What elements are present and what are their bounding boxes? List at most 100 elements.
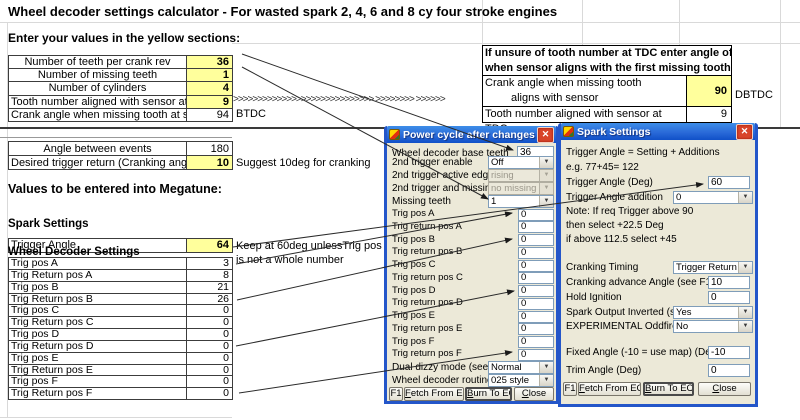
close-button[interactable]: Close: [514, 387, 554, 401]
trigger-angle-label: Trigger Angle (Deg): [566, 177, 653, 188]
routine-label: Wheel decoder routine: [392, 375, 493, 386]
trig-row-input[interactable]: 0: [518, 336, 554, 348]
row-value: 3: [187, 258, 233, 270]
fixed-angle-input[interactable]: -10: [708, 346, 750, 359]
chevron-down-icon[interactable]: ▼: [738, 262, 752, 273]
oddfire-select[interactable]: No▼: [673, 320, 753, 333]
trig-row: Trig return pos A 0: [387, 221, 556, 234]
f1-button[interactable]: F1: [563, 382, 577, 396]
row-value: 8: [187, 269, 233, 282]
trig-row-input[interactable]: 0: [518, 285, 554, 297]
cranking-timing-select[interactable]: Trigger Return▼: [673, 261, 753, 274]
trig-row-label: Trig return pos F: [392, 348, 462, 360]
trigger2-edge-select: rising▼: [488, 169, 554, 182]
trig-row-label: Trig pos E: [392, 310, 435, 321]
trim-angle-input[interactable]: 0: [708, 364, 750, 377]
cylinders-cell[interactable]: 4: [187, 82, 233, 96]
chevron-down-icon[interactable]: ▼: [539, 196, 553, 207]
app-icon: [563, 126, 574, 137]
trig-row-input[interactable]: 0: [518, 234, 554, 246]
row-label: Trig pos E: [9, 352, 187, 365]
trig-row-label: Trig return pos E: [392, 322, 463, 334]
chevron-down-icon[interactable]: ▼: [738, 192, 752, 203]
tooth-at-tdc-cell[interactable]: 9: [187, 95, 233, 109]
info-line2: e.g. 77+45= 122: [566, 162, 639, 173]
row-value: 0: [187, 388, 233, 401]
row-label: Number of cylinders: [9, 82, 187, 96]
crank-angle-cell: 94: [187, 108, 233, 122]
unsure-box: If unsure of tooth number at TDC enter a…: [482, 45, 732, 135]
row-label: Trig pos C: [9, 305, 187, 318]
row-label: Trig Return pos C: [9, 317, 187, 330]
trig-row-input[interactable]: 0: [518, 208, 554, 221]
trigger-angle-cell[interactable]: 64: [187, 239, 233, 253]
row-label: Trig pos B: [9, 281, 187, 294]
burn-to-ecu-button[interactable]: Burn To ECU: [643, 382, 694, 396]
crank-angle-input-cell[interactable]: 90: [687, 76, 731, 106]
trigger-return-cell[interactable]: 10: [187, 156, 233, 170]
trigger-angle-note1: Keep at 60deg unlessTrig pos: [236, 240, 382, 252]
dialog-title: Spark Settings: [577, 125, 651, 138]
fetch-from-ecu-button[interactable]: Fetch From ECU: [578, 382, 641, 396]
missing-teeth-select[interactable]: 1▼: [488, 195, 554, 208]
trig-row-input[interactable]: 0: [518, 259, 554, 272]
trig-row-label: Trig return pos B: [392, 246, 463, 258]
burn-to-ecu-button[interactable]: Burn To ECU: [465, 387, 512, 401]
routine-select[interactable]: 025 style▼: [488, 374, 554, 387]
row-label: Trig Return pos F: [9, 388, 187, 401]
trig-row-input[interactable]: 0: [518, 272, 554, 285]
decoder-settings-heading: Wheel Decoder Settings: [8, 246, 140, 258]
trigger-angle-input[interactable]: 60: [708, 176, 750, 189]
row-label: Trig Return pos D: [9, 340, 187, 353]
row-label: Crank angle when missing tooth: [485, 77, 642, 89]
row-label: Trig pos D: [9, 329, 187, 341]
unsure-header-line2: when sensor aligns with the first missin…: [485, 61, 731, 74]
trig-row-input[interactable]: 0: [518, 297, 554, 310]
gridline: [679, 0, 680, 45]
dual-dizzy-select[interactable]: Normal▼: [488, 361, 554, 374]
missing-teeth-cell[interactable]: 1: [187, 69, 233, 83]
chevron-down-icon[interactable]: ▼: [539, 362, 553, 373]
dialog-titlebar[interactable]: Spark Settings ✕: [561, 123, 755, 140]
note-line2: then select +22.5 Deg: [566, 220, 664, 231]
chevron-down-icon[interactable]: ▼: [539, 375, 553, 386]
trig-row-input[interactable]: 0: [518, 221, 554, 234]
trim-angle-label: Trim Angle (Deg): [566, 365, 642, 376]
trig-row-input[interactable]: 0: [518, 246, 554, 259]
cranking-advance-input[interactable]: 10: [708, 276, 750, 289]
trig-rows: Trig pos A 0 Trig return pos A 0 Trig po…: [387, 208, 556, 361]
fetch-from-ecu-button[interactable]: Fetch From ECU: [404, 387, 464, 401]
spark-inverted-select[interactable]: Yes▼: [673, 306, 753, 319]
close-icon[interactable]: ✕: [537, 126, 554, 143]
trig-row: Trig return pos D 0: [387, 297, 556, 310]
row-value: 0: [187, 329, 233, 341]
trigger2-enable-select[interactable]: Off▼: [488, 156, 554, 169]
trig-row-input[interactable]: 0: [518, 348, 554, 361]
row-label: Crank angle when missing tooth at senso: [9, 108, 187, 122]
close-icon[interactable]: ✕: [736, 123, 753, 140]
addition-select[interactable]: 0▼: [673, 191, 753, 204]
trig-row-input[interactable]: 0: [518, 310, 554, 323]
table-row: Tooth number aligned with sensor at TDC …: [483, 106, 731, 135]
row-label: Trig Return pos B: [9, 293, 187, 306]
row-label: Tooth number aligned with sensor at TDC: [9, 95, 187, 109]
note-line1: Note: If req Trigger above 90: [566, 206, 694, 217]
hold-ignition-input[interactable]: 0: [708, 291, 750, 304]
trigger2-missing-select: no missing▼: [488, 182, 554, 195]
instructions-text: Enter your values in the yellow sections…: [8, 31, 241, 45]
teeth-per-rev-cell[interactable]: 36: [187, 56, 233, 70]
row-label: aligns with sensor: [511, 92, 599, 104]
trig-row-label: Trig pos C: [392, 259, 436, 270]
dialog-titlebar[interactable]: Power cycle after changes ✕: [387, 126, 556, 143]
close-button[interactable]: Close: [698, 382, 751, 396]
btdc-suffix: BTDC: [236, 108, 266, 120]
chevron-down-icon[interactable]: ▼: [738, 321, 752, 332]
trig-row-input[interactable]: 0: [518, 323, 554, 336]
row-label: Trig Return pos E: [9, 364, 187, 377]
chevron-down-icon[interactable]: ▼: [738, 307, 752, 318]
gridline: [482, 0, 483, 45]
f1-button[interactable]: F1: [389, 387, 403, 401]
addition-label: Trigger Angle addition: [566, 192, 663, 203]
chevron-down-icon[interactable]: ▼: [539, 157, 553, 168]
